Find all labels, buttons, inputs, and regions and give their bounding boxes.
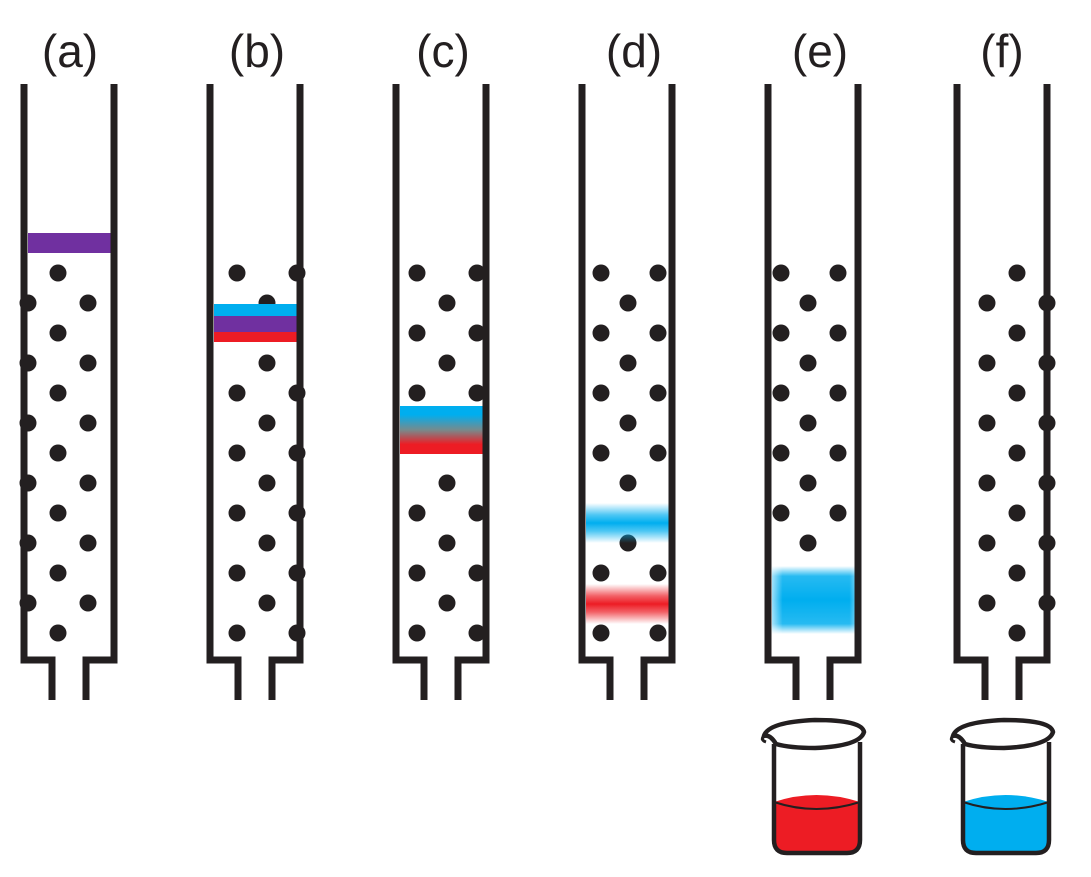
panel-c: (c) — [392, 25, 490, 700]
column-outline — [578, 84, 676, 700]
column-packing — [978, 264, 1056, 642]
band-edge-fade — [772, 566, 860, 634]
column-packing — [592, 264, 667, 642]
beaker-spout — [760, 734, 767, 744]
panel-f: (f) — [949, 25, 1056, 856]
red-liquid-surface — [773, 801, 861, 810]
blue-band — [214, 304, 298, 316]
beaker-rim — [949, 717, 1056, 751]
panel-b: (b) — [206, 25, 306, 700]
column-packing — [772, 264, 847, 552]
blue-diffuse-band — [586, 503, 670, 543]
red-liquid — [774, 795, 860, 853]
panel-label: (b) — [229, 25, 285, 77]
panel-label: (a) — [42, 25, 98, 77]
red-band — [214, 332, 298, 342]
red-diffuse-band — [586, 584, 670, 624]
blue-red-mixed-band — [400, 406, 484, 454]
column-outline — [206, 84, 304, 700]
blue-liquid — [963, 795, 1049, 853]
panel-label: (c) — [416, 25, 470, 77]
panel-e: (e) — [760, 25, 867, 856]
beaker-spout — [949, 734, 956, 744]
purple-sample-band — [28, 233, 112, 253]
panel-label: (e) — [792, 25, 848, 77]
panel-d: (d) — [578, 25, 676, 700]
column-outline — [20, 84, 118, 700]
column-outline — [764, 84, 862, 700]
blue-liquid-surface — [962, 801, 1050, 810]
beaker-red — [760, 717, 867, 856]
column-outline — [953, 84, 1051, 700]
panel-label: (f) — [980, 25, 1023, 77]
column-outline — [392, 84, 490, 700]
panel-a: (a) — [19, 25, 118, 700]
panel-label: (d) — [606, 25, 662, 77]
purple-band — [214, 316, 298, 332]
column-packing — [19, 264, 97, 642]
beaker-rim — [760, 717, 867, 751]
column-packing — [408, 264, 486, 642]
beaker-outline — [960, 742, 1052, 856]
beaker-outline — [771, 742, 863, 856]
beaker-blue — [949, 717, 1056, 856]
